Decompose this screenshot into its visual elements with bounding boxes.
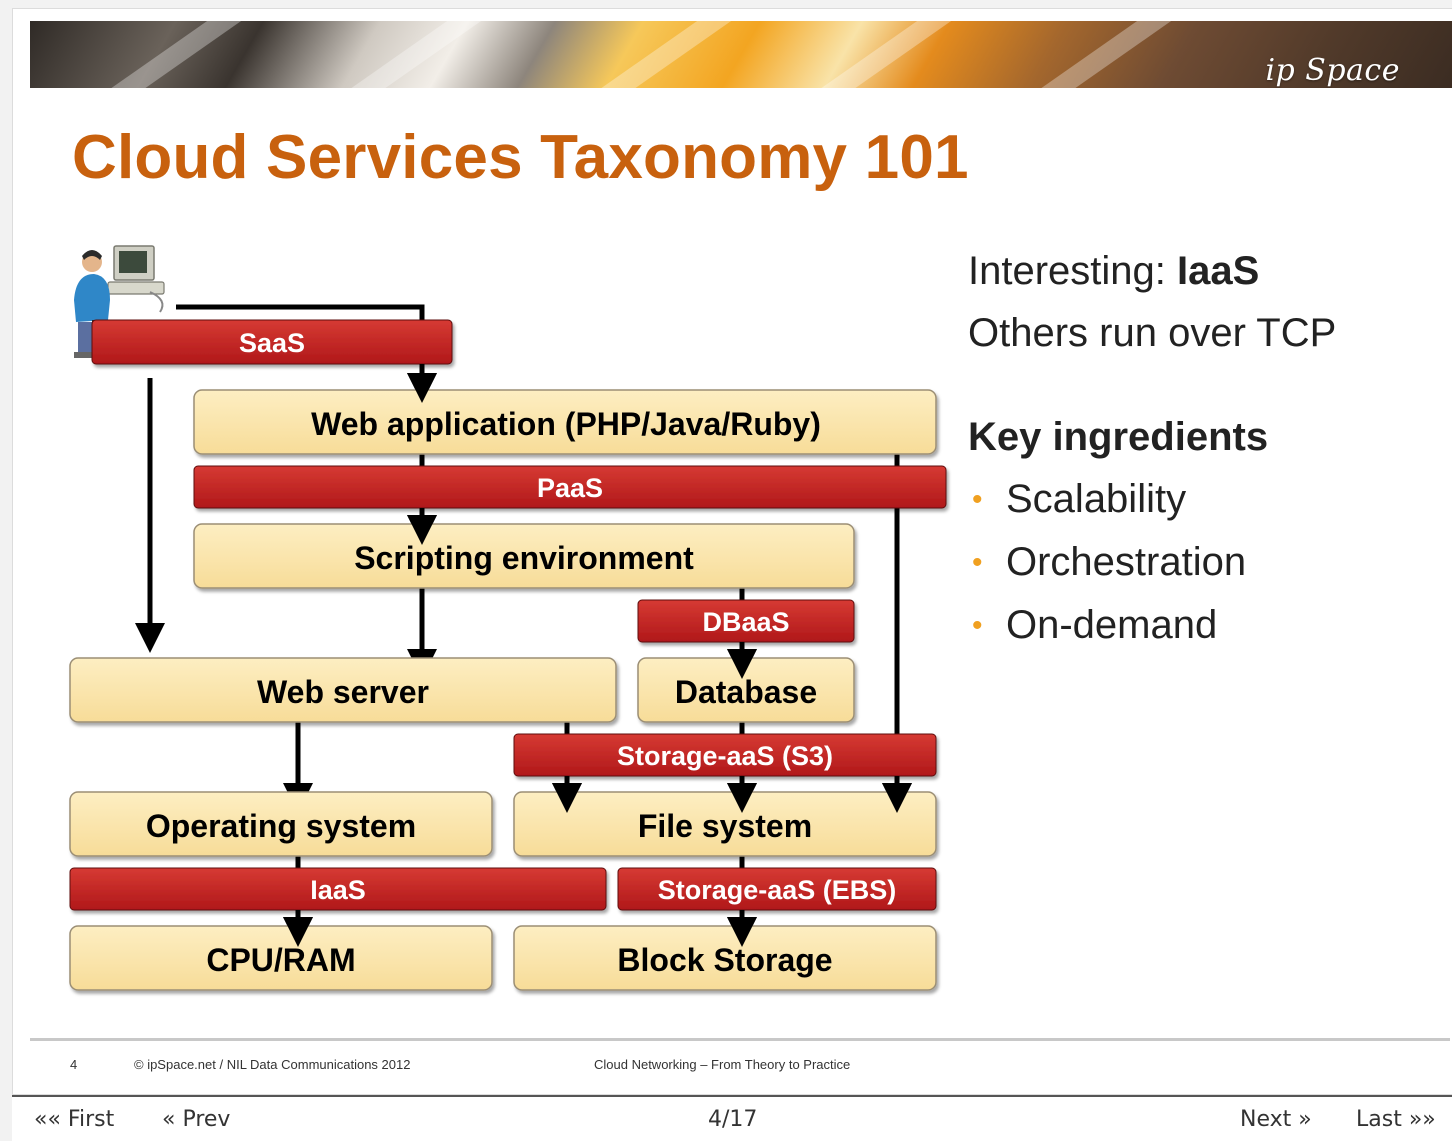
box-fs-label: File system (638, 808, 812, 844)
box-web-server: Web server (69, 657, 617, 723)
last-link[interactable]: Last »» (1356, 1107, 1436, 1132)
slide-navigation: «« First « Prev 4/17 Next » Last »» (12, 1095, 1452, 1141)
list-item: • Scalability (968, 468, 1438, 531)
bar-saas-label: SaaS (239, 328, 305, 358)
page-indicator: 4/17 (708, 1107, 758, 1132)
tcp-line: Others run over TCP (968, 311, 1337, 355)
first-link[interactable]: «« First (34, 1107, 115, 1132)
box-operating-system: Operating system (69, 791, 493, 857)
header-banner: ip Space (30, 21, 1452, 88)
list-item-text: On-demand (1006, 603, 1218, 647)
bar-s3-label: Storage-aaS (S3) (617, 741, 833, 771)
bullet-dot-icon: • (972, 546, 983, 579)
ipspace-logo: ip Space (1265, 53, 1400, 88)
box-block-label: Block Storage (617, 942, 832, 978)
box-web-application-label: Web application (PHP/Java/Ruby) (311, 406, 821, 442)
box-web-server-label: Web server (257, 674, 429, 710)
interesting-line: Interesting: IaaS (968, 240, 1438, 302)
bar-storage-s3: Storage-aaS (S3) (513, 733, 937, 777)
course-title: Cloud Networking – From Theory to Practi… (594, 1057, 851, 1072)
bar-dbaas-label: DBaaS (702, 607, 789, 637)
prev-link[interactable]: « Prev (162, 1107, 231, 1132)
box-database-label: Database (675, 674, 817, 710)
bar-iaas-label: IaaS (310, 875, 366, 905)
box-file-system: File system (513, 791, 937, 857)
list-item: • On-demand (968, 594, 1438, 657)
bullet-dot-icon: • (972, 609, 983, 642)
bar-dbaas: DBaaS (637, 599, 855, 643)
box-os-label: Operating system (146, 808, 416, 844)
box-web-application: Web application (PHP/Java/Ruby) (193, 389, 937, 455)
bar-storage-ebs: Storage-aaS (EBS) (617, 867, 937, 911)
list-item: • Orchestration (968, 531, 1438, 594)
arrow-stubs (283, 364, 912, 947)
box-scripting-environment: Scripting environment (193, 523, 855, 589)
bar-saas: SaaS (91, 319, 453, 365)
bar-paas: PaaS (193, 465, 947, 509)
bar-paas-label: PaaS (537, 473, 603, 503)
box-scripting-label: Scripting environment (354, 540, 694, 576)
box-database: Database (637, 657, 855, 723)
box-block-storage: Block Storage (513, 925, 937, 991)
next-link[interactable]: Next » (1240, 1107, 1312, 1132)
interesting-prefix: Interesting: (968, 249, 1178, 293)
ingredients-list: • Scalability • Orchestration • On-demand (968, 468, 1438, 657)
copyright-text: © ipSpace.net / NIL Data Communications … (134, 1057, 411, 1072)
slide-number: 4 (70, 1057, 78, 1072)
list-item-text: Scalability (1006, 477, 1187, 521)
bullet-dot-icon: • (972, 483, 983, 516)
list-item-text: Orchestration (1006, 540, 1247, 584)
user-computer-icon (74, 245, 165, 358)
key-ingredients-heading: Key ingredients (968, 415, 1269, 459)
right-text-panel: Interesting: IaaS Others run over TCP Ke… (968, 240, 1438, 657)
slide-title: Cloud Services Taxonomy 101 (72, 123, 969, 192)
box-cpu-ram: CPU/RAM (69, 925, 493, 991)
bar-ebs-label: Storage-aaS (EBS) (658, 875, 897, 905)
interesting-bold: IaaS (1177, 249, 1260, 293)
footer-divider (30, 1038, 1450, 1041)
box-cpu-label: CPU/RAM (206, 942, 355, 978)
bar-iaas: IaaS (69, 867, 607, 911)
